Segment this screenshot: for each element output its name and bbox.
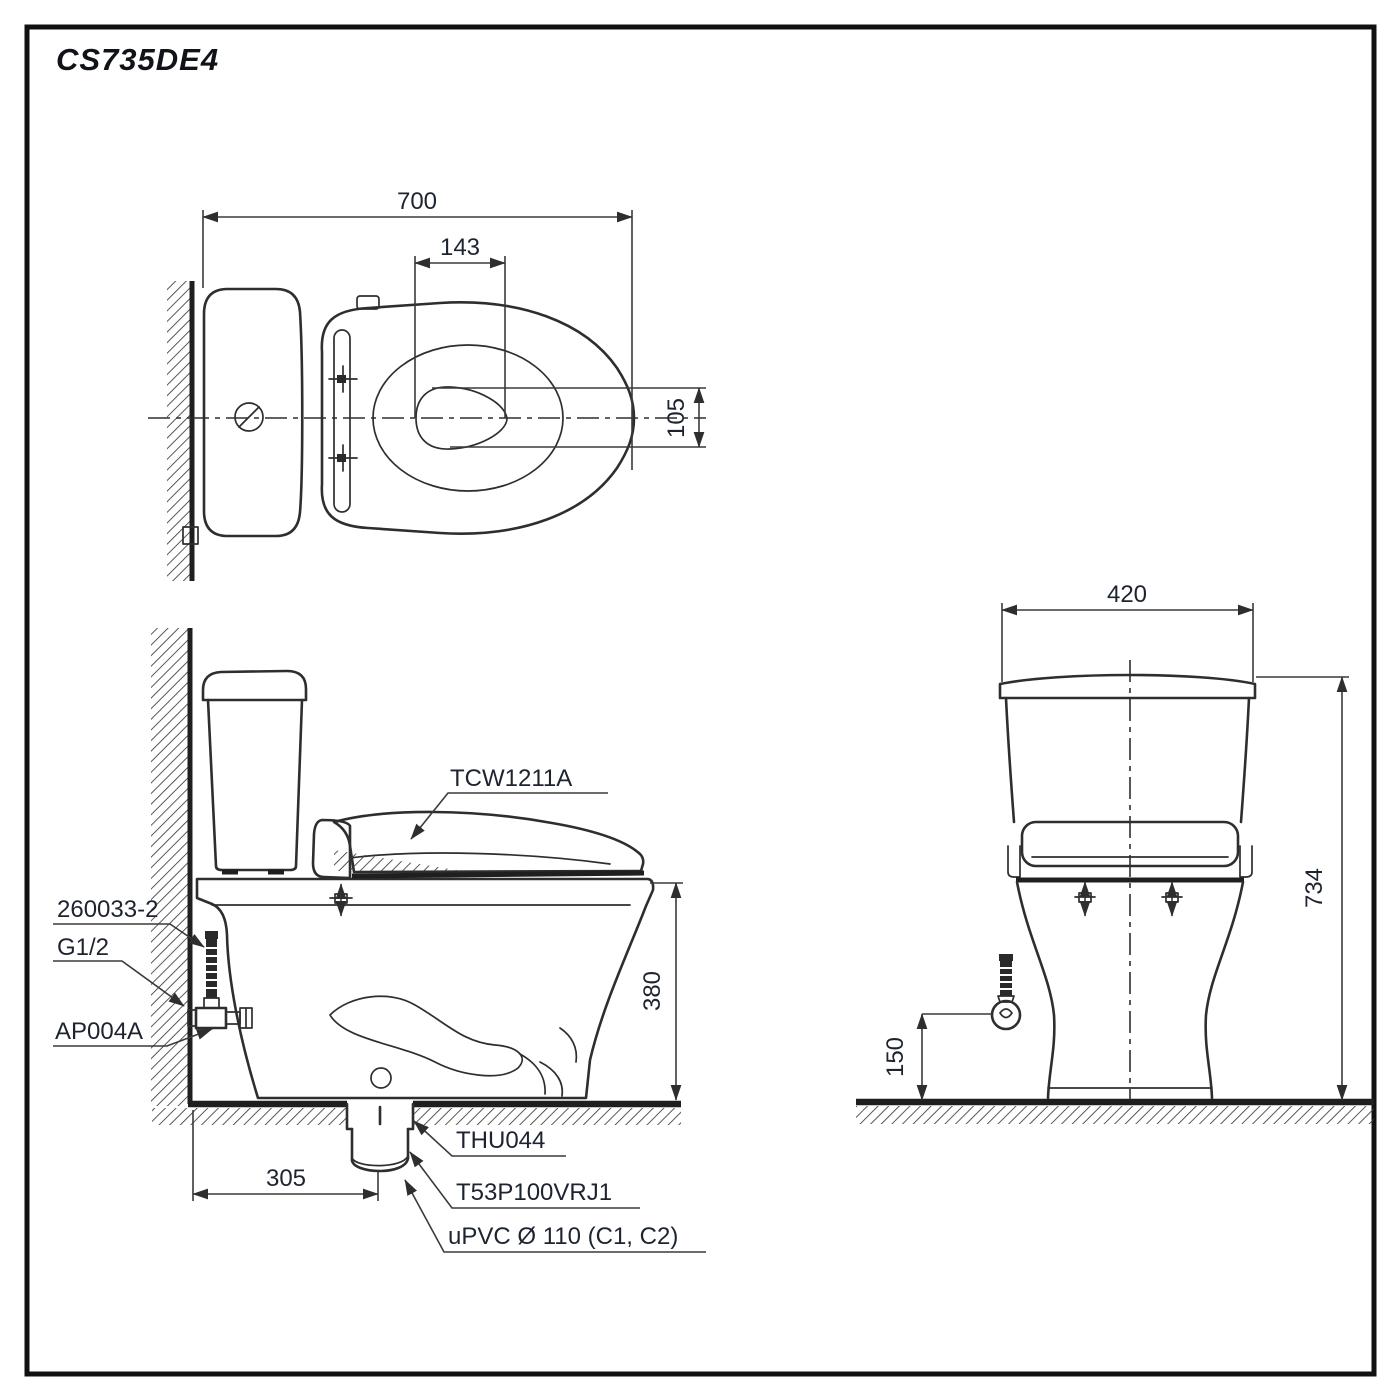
- dim-rough-in: 305: [192, 1110, 379, 1201]
- top-view: 700 143 105: [148, 188, 706, 581]
- angle-valve-assembly: [187, 931, 253, 1030]
- drawing-title: CS735DE4: [56, 42, 220, 77]
- dim-tank-width: 420: [1001, 581, 1254, 682]
- flush-button-icon: [234, 402, 264, 432]
- label-ap004a: AP004A: [55, 1018, 143, 1045]
- tank-body: [206, 698, 304, 872]
- tank-body: [1004, 696, 1251, 824]
- dim-734-text: 734: [1301, 868, 1328, 908]
- dim-380-text: 380: [639, 971, 666, 1011]
- tank-lid: [998, 673, 1257, 700]
- part-label-drain-pipe: uPVC Ø 110 (C1, C2): [404, 1179, 706, 1253]
- dim-bowl-height: 380: [639, 882, 683, 1101]
- seat-tab-left: [1007, 845, 1021, 878]
- dim-420-text: 420: [1107, 581, 1147, 608]
- dim-143-text: 143: [440, 234, 480, 261]
- bowl-outline: [195, 877, 655, 1100]
- dim-overall-height: 734: [1256, 676, 1349, 1101]
- dim-overall-depth: 700: [202, 188, 633, 470]
- wall-flange: [187, 1009, 197, 1027]
- supply-stub-plan: [182, 526, 199, 545]
- label-tcw1211a: TCW1211A: [450, 765, 572, 792]
- tank-plan: [202, 287, 304, 538]
- label-upvc: uPVC Ø 110 (C1, C2): [448, 1223, 678, 1250]
- flush-button-slash: [238, 406, 260, 428]
- label-t53p100vrj1: T53P100VRJ1: [456, 1179, 612, 1206]
- dim-105-text: 105: [663, 398, 690, 438]
- angle-valve-front: [990, 954, 1022, 1031]
- trap-arcs: [519, 1027, 578, 1097]
- tank-lid: [201, 669, 308, 702]
- seat-bolt-mark: [328, 365, 358, 393]
- part-label-outlet-socket: T53P100VRJ1: [409, 1151, 640, 1209]
- seat-hinge-block: [311, 818, 352, 880]
- drain-pipe: [345, 1102, 415, 1173]
- dim-150-text: 150: [882, 1037, 909, 1077]
- seat-bolt-mark: [328, 444, 358, 472]
- bowl-right-profile: [1204, 880, 1245, 1100]
- label-g12: G1/2: [57, 934, 109, 961]
- part-label-thread: G1/2: [53, 934, 185, 1007]
- seat-ring-hatch: [334, 850, 462, 871]
- label-260033-2: 260033-2: [57, 896, 158, 923]
- seat-lid-profile: [332, 810, 645, 874]
- valve-nut: [239, 1007, 253, 1029]
- dim-700-text: 700: [397, 188, 437, 215]
- front-view: 420 734 150: [856, 581, 1374, 1124]
- seat-fixing-bolt: [1074, 881, 1096, 917]
- part-label-angle-valve: AP004A: [53, 1018, 213, 1047]
- dim-trap-offset: 105: [432, 387, 706, 448]
- floor-hatch: [152, 1108, 347, 1125]
- floor-hatch: [413, 1108, 681, 1125]
- lid-tab: [356, 295, 380, 310]
- seat-fixing-bolt: [1161, 881, 1183, 917]
- part-label-flange: THU044: [413, 1120, 566, 1157]
- sheet-border: [24, 24, 1377, 1377]
- dim-seat-hole-width: 143: [414, 234, 506, 418]
- label-thu044: THU044: [456, 1127, 545, 1154]
- part-label-supply-hose: 260033-2: [53, 896, 205, 948]
- dim-valve-height: 150: [882, 1013, 992, 1101]
- side-view: 260033-2 G1/2 AP004A TCW1211A THU044: [53, 628, 706, 1253]
- bowl-left-profile: [1015, 880, 1056, 1100]
- valve-body: [194, 1006, 228, 1030]
- hinge-strip: [333, 329, 351, 513]
- seat-base-line: [351, 870, 645, 879]
- floor-hatch: [856, 1106, 1374, 1124]
- wall-hatch: [151, 628, 188, 1106]
- drain-hole: [370, 1067, 392, 1089]
- wall-hatch: [167, 281, 191, 581]
- dim-305-text: 305: [266, 1165, 306, 1192]
- trap-swoosh: [329, 995, 523, 1077]
- seat-inner-line: [349, 852, 611, 865]
- part-label-washlet: TCW1211A: [410, 765, 608, 840]
- seat-fixing-bolt: [329, 883, 353, 917]
- seat-tab-right: [1239, 845, 1253, 878]
